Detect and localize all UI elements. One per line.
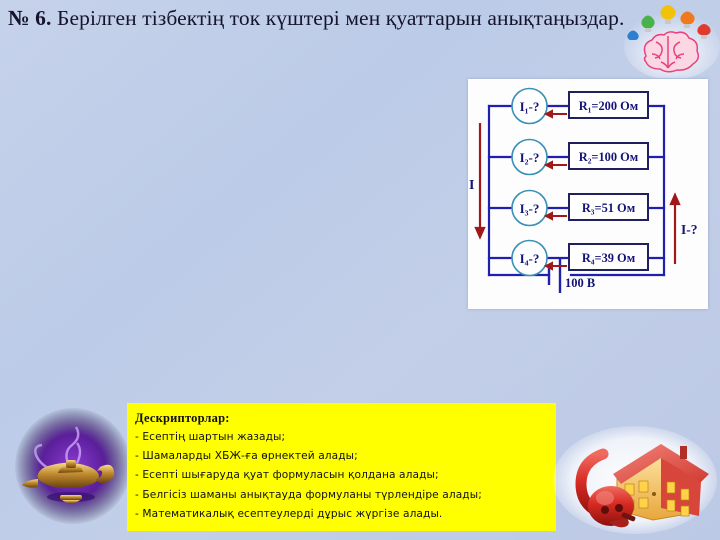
descriptor-item: - Есепті шығаруда қуат формуласын қолдан…	[135, 469, 439, 482]
magic-lamp-icon	[14, 405, 132, 527]
descriptor-item: - Белгісіз шаманы анықтауда формуланы тү…	[135, 488, 482, 501]
branch-current-label-3: I₃-?	[520, 201, 540, 216]
descriptor-item: - Математикалық есептеулерді дұрыс жүргі…	[135, 507, 443, 520]
descriptors-heading: Дескрипторлар:	[135, 411, 230, 425]
circuit-diagram-panel: 100 В I₁-? I₂-? I₃-? I₄-?	[468, 79, 708, 309]
branch-current-label-4: I₄-?	[520, 251, 540, 266]
total-current-label-right: I-?	[681, 222, 698, 237]
resistor-label-2: R₂=100 Ом	[579, 150, 639, 164]
power-plug-and-house-icon	[549, 424, 717, 536]
question-number: № 6.	[8, 6, 52, 30]
page-title: № 6. Берілген тізбектің ток күштері мен …	[8, 4, 648, 33]
total-current-label-left: I	[469, 178, 474, 193]
resistor-label-3: R₃=51 Ом	[582, 201, 636, 215]
source-voltage-label: 100 В	[565, 276, 595, 290]
brain-with-lightbulbs-icon	[616, 2, 720, 80]
resistor-label-1: R₁=200 Ом	[579, 99, 639, 113]
descriptors-box: Дескрипторлар: - Есептің шартын жазады; …	[127, 403, 556, 531]
branch-current-label-2: I₂-?	[520, 150, 540, 165]
question-text: Берілген тізбектің ток күштері мен қуатт…	[57, 6, 625, 30]
resistor-label-4: R₄=39 Ом	[582, 251, 636, 265]
descriptor-item: - Шамаларды ХБЖ-ға өрнектей алады;	[135, 450, 358, 463]
descriptor-item: - Есептің шартын жазады;	[135, 431, 286, 443]
branch-current-label-1: I₁-?	[520, 99, 540, 114]
descriptors-list: - Есептің шартын жазады; - Шамаларды ХБЖ…	[135, 428, 556, 524]
